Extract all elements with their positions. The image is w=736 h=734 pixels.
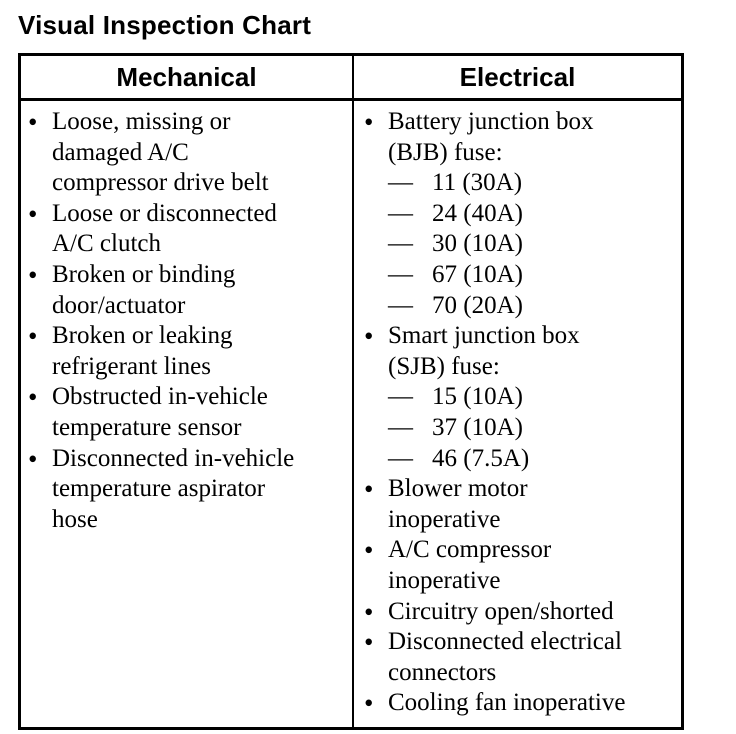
- page-title: Visual Inspection Chart: [18, 10, 312, 40]
- list-subitem: — 24 (40A): [388, 199, 679, 230]
- list-item: • Battery junction box(BJB) fuse:: [364, 107, 679, 168]
- column-body-electrical: • Battery junction box(BJB) fuse: — 11 (30A…: [354, 101, 681, 727]
- list-subitem: — 70 (20A): [388, 291, 679, 322]
- bullet-icon: •: [28, 443, 38, 474]
- subitem-text: 24 (40A): [432, 199, 523, 227]
- item-text: Cooling fan inoperative: [388, 689, 626, 717]
- list-item: • Circuitry open/shorted: [364, 597, 679, 628]
- column-header-electrical: Electrical: [459, 62, 576, 92]
- visual-inspection-table: Mechanical Electrical • Loose, missing or…: [18, 53, 684, 730]
- list-subitem: — 11 (30A): [388, 168, 679, 199]
- column-header-mechanical: Mechanical: [21, 56, 354, 98]
- bullet-icon: •: [364, 627, 374, 658]
- dash-icon: —: [388, 260, 413, 288]
- list-subitem: — 46 (7.5A): [388, 444, 679, 475]
- subitem-text: 70 (20A): [432, 291, 523, 319]
- subitem-text: 37 (10A): [432, 413, 523, 441]
- bullet-icon: •: [364, 535, 374, 566]
- subitem-text: 30 (10A): [432, 230, 523, 258]
- table-header-row: Mechanical Electrical: [21, 56, 681, 101]
- list-subitem: — 67 (10A): [388, 260, 679, 291]
- subitem-text: 67 (10A): [432, 260, 523, 288]
- bullet-icon: •: [28, 259, 38, 290]
- subitem-text: 46 (7.5A): [432, 444, 530, 472]
- bullet-icon: •: [28, 382, 38, 413]
- list-item: • Cooling fan inoperative: [364, 688, 679, 719]
- dash-icon: —: [388, 383, 413, 411]
- bullet-icon: •: [28, 321, 38, 352]
- bullet-icon: •: [364, 321, 374, 352]
- subitem-text: 11 (30A): [432, 169, 523, 197]
- list-subitem: — 15 (10A): [388, 382, 679, 413]
- subitem-text: 15 (10A): [432, 383, 523, 411]
- item-text: Battery junction box(BJB) fuse:: [388, 108, 594, 166]
- bullet-icon: •: [364, 107, 374, 137]
- dash-icon: —: [388, 291, 413, 319]
- list-subitem: — 30 (10A): [388, 229, 679, 260]
- bullet-icon: •: [364, 688, 374, 719]
- item-text: Circuitry open/shorted: [388, 597, 614, 625]
- list-subitem: — 37 (10A): [388, 413, 679, 444]
- dash-icon: —: [388, 413, 413, 441]
- dash-icon: —: [388, 444, 413, 472]
- item-text: Smart junction box(SJB) fuse:: [388, 322, 580, 380]
- bullet-icon: •: [28, 198, 38, 229]
- dash-icon: —: [388, 169, 413, 197]
- dash-icon: —: [388, 230, 413, 258]
- list-item: • Smart junction box(SJB) fuse:: [364, 321, 679, 382]
- manual-page: Visual Inspection Chart Mechanical Elect…: [0, 10, 736, 734]
- bullet-icon: •: [28, 107, 38, 137]
- bullet-icon: •: [364, 474, 374, 505]
- dash-icon: —: [388, 199, 413, 227]
- bullet-icon: •: [364, 596, 374, 627]
